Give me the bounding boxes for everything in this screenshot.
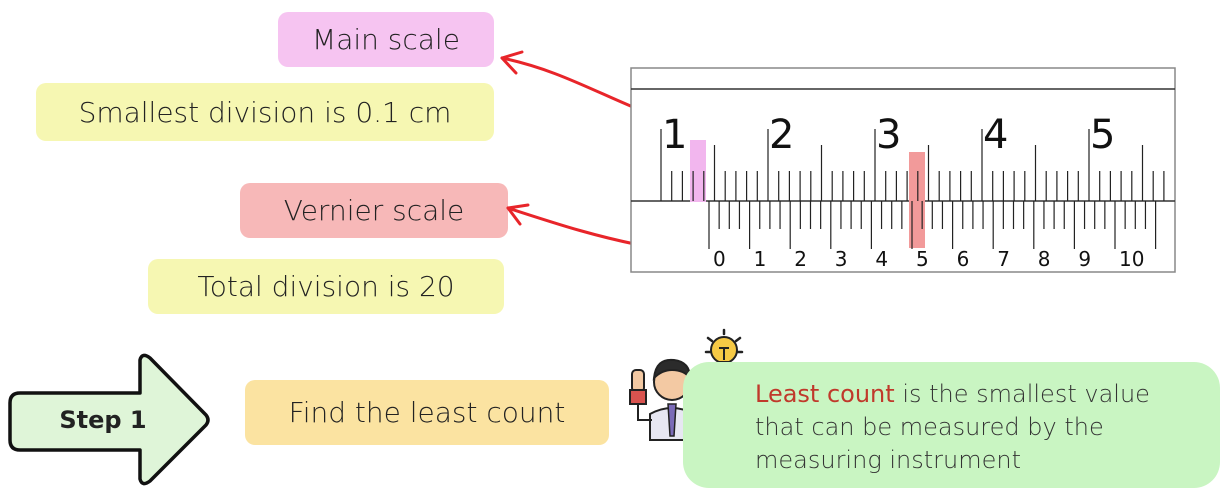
find-least-count-label: Find the least count [245,380,609,445]
vernier-scale-number: 7 [997,247,1010,271]
step-label: Step 1 [59,406,147,434]
definition-text: Least count is the smallest value that c… [755,378,1205,477]
vernier-scale-number: 9 [1078,247,1091,271]
total-division-label: Total division is 20 [148,259,504,314]
smallest-division-label: Smallest division is 0.1 cm [36,83,494,141]
definition-term: Least count [755,380,895,408]
vernier-scale-number: 6 [957,247,970,271]
definition-box [683,362,1220,488]
main-scale-ticks [660,129,1165,201]
vernier-scale-number: 3 [835,247,848,271]
vernier-scale-number: 5 [916,247,929,271]
vernier-scale-number: 2 [794,247,807,271]
definition-body: is the smallest value that can be measur… [755,380,1150,474]
vernier-scale-number: 0 [713,247,726,271]
vernier-scale-number: 1 [754,247,767,271]
main-scale-label: Main scale [278,12,494,67]
scale-frame [630,67,1176,273]
main-scale-number: 3 [876,112,901,158]
vernier-highlight [909,152,925,248]
vernier-scale-number: 8 [1038,247,1051,271]
vernier-scale-number: 10 [1119,247,1144,271]
main-scale-numbers: 1 2 3 4 5 [662,112,1115,158]
main-scale-number: 5 [1090,112,1115,158]
main-scale-number: 1 [662,112,687,158]
arrow-right-icon [8,353,210,486]
vernier-scale-numbers: 0 1 2 3 4 5 6 7 8 9 10 [713,247,1144,271]
main-scale-number: 2 [769,112,794,158]
vernier-scale-label: Vernier scale [240,183,508,238]
main-scale-number: 4 [983,112,1008,158]
vernier-scale-ticks [708,201,1157,249]
main-scale-highlight [690,140,706,202]
vernier-scale-number: 4 [875,247,888,271]
